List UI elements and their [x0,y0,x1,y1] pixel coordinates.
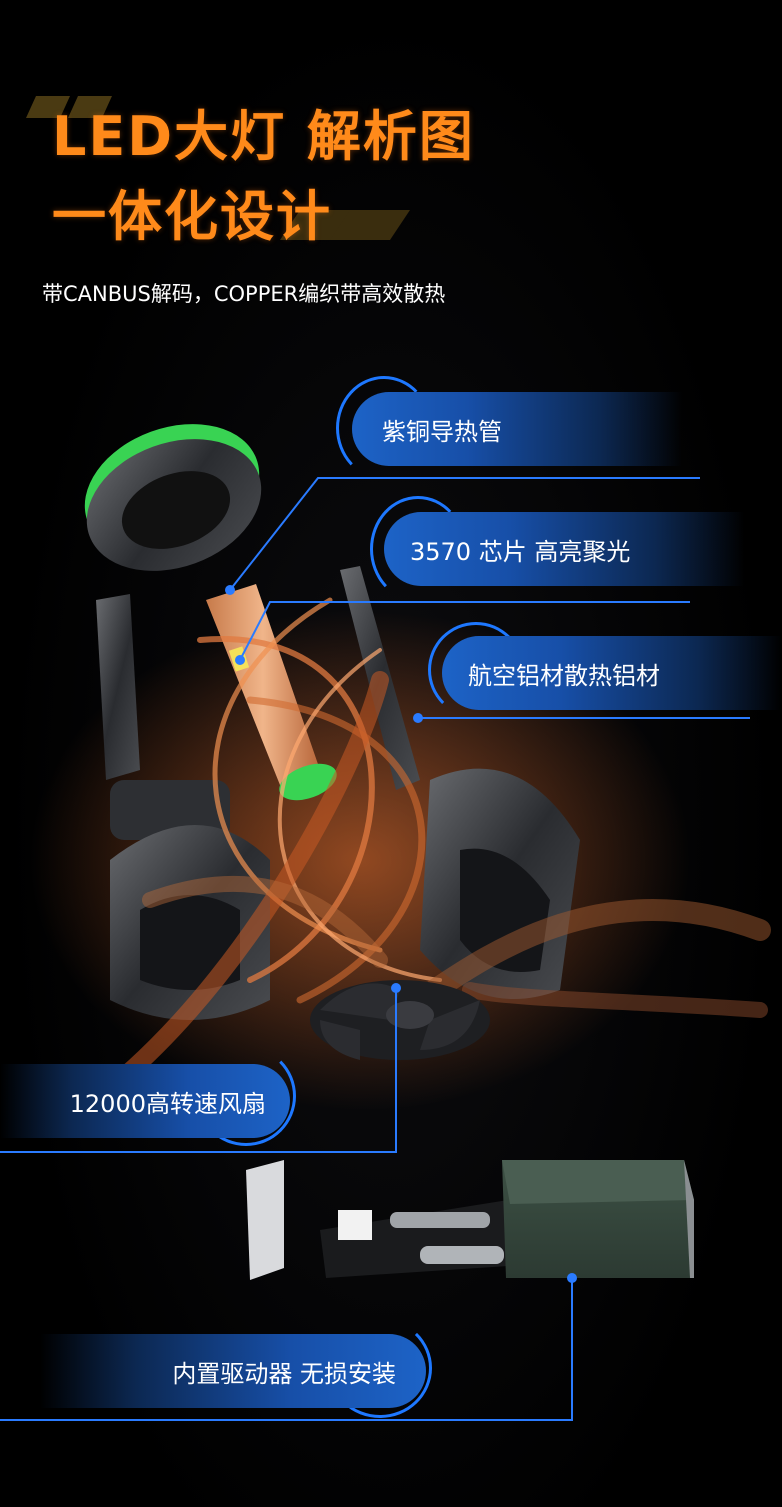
page-subtitle: 带CANBUS解码，COPPER编织带高效散热 [42,282,446,306]
callout-label: 航空铝材散热铝材 [468,661,660,690]
callout-arc [328,1318,432,1418]
cooling-fan [310,980,490,1060]
driver-box [502,1160,694,1278]
callout-label: 3570 芯片 高亮聚光 [410,537,631,566]
callout-aluminum: 航空铝材散热铝材 [442,636,782,710]
callout-copper-pipe: 紫铜导热管 [352,392,682,466]
callout-chip: 3570 芯片 高亮聚光 [384,512,744,586]
callout-label: 紫铜导热管 [382,417,502,446]
callout-arc [196,1046,296,1146]
callout-fan: 12000高转速风扇 [0,1064,290,1138]
page-title: LED大灯 解析图 [52,105,475,168]
callout-arc [428,622,524,718]
driver-board [246,1160,508,1280]
airflow-swirls [111,597,771,1089]
callout-driver: 内置驱动器 无损安装 [40,1334,426,1408]
callout-label: 内置驱动器 无损安装 [172,1359,396,1388]
green-ring [84,424,262,571]
callout-arc [336,376,432,480]
title-stripes [26,96,410,240]
callout-arc [370,496,466,602]
callout-dots [225,585,577,1283]
page-title-secondary: 一体化设计 [52,185,332,248]
callout-label: 12000高转速风扇 [69,1089,266,1118]
callout-lines [0,477,750,1421]
copper-heat-pipe [206,584,337,801]
